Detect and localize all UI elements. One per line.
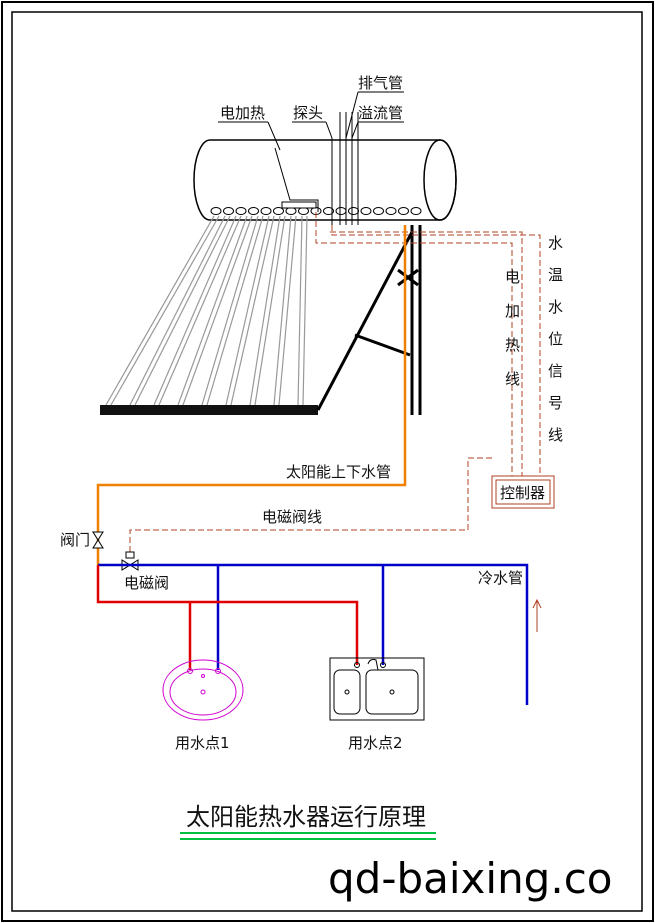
svg-text:温: 温 bbox=[548, 266, 563, 284]
svg-text:电: 电 bbox=[505, 268, 520, 286]
tube-hole bbox=[210, 207, 222, 215]
collector-tube-edge bbox=[182, 215, 253, 406]
diagram-title: 太阳能热水器运行原理 bbox=[186, 803, 426, 831]
tube-hole bbox=[385, 207, 397, 215]
tube-hole bbox=[285, 207, 297, 215]
kitchen-sink-2 bbox=[329, 657, 425, 721]
overflow-pipe-label: 溢流管 bbox=[358, 104, 403, 122]
inner-frame bbox=[11, 11, 643, 912]
valve-label: 阀门 bbox=[60, 531, 90, 549]
watermark: qd-baixing.co bbox=[328, 854, 612, 903]
collector-tube-edge bbox=[297, 215, 303, 406]
collector-tube-edge bbox=[254, 215, 286, 406]
tube-hole bbox=[348, 207, 359, 215]
hot-water-pipe bbox=[96, 565, 359, 665]
support-frame bbox=[316, 225, 422, 415]
electric-heater-element bbox=[274, 147, 319, 212]
tube-hole bbox=[273, 207, 284, 215]
svg-text:线: 线 bbox=[548, 426, 563, 444]
controller-box bbox=[491, 475, 555, 509]
cold-pipe-label: 冷水管 bbox=[478, 569, 523, 587]
svg-text:线: 线 bbox=[505, 370, 520, 388]
vent-pipe-label: 排气管 bbox=[358, 74, 403, 92]
collector-tube-edge bbox=[302, 215, 308, 406]
signal-wire-label: 水 温 水 位 信 号 线 bbox=[548, 234, 563, 444]
collector-tube-edge bbox=[278, 215, 297, 406]
heater-label: 电加热 bbox=[220, 104, 265, 122]
collector-tube-edge bbox=[134, 215, 231, 406]
wash-basin-1 bbox=[162, 659, 244, 721]
tube-hole bbox=[223, 207, 234, 215]
signal-wire-2 bbox=[330, 231, 523, 478]
valve-wire-label: 电磁阀线 bbox=[262, 508, 322, 526]
label-leaders bbox=[218, 91, 404, 151]
svg-text:号: 号 bbox=[548, 394, 563, 412]
collector-base-bar bbox=[100, 405, 318, 415]
collector-tube-edge bbox=[158, 215, 242, 406]
collector-tube-edge bbox=[230, 215, 275, 406]
solar-up-down-pipe bbox=[96, 225, 407, 565]
heater-wire-label: 电 加 热 线 bbox=[505, 268, 520, 388]
solenoid-valve-label: 电磁阀 bbox=[124, 574, 169, 592]
collector-tube-edge bbox=[177, 215, 248, 406]
collector-tube-edge bbox=[153, 215, 237, 406]
collector-tube-edge bbox=[129, 215, 226, 406]
tube-hole bbox=[373, 207, 384, 215]
svg-text:信: 信 bbox=[548, 362, 563, 380]
controller-label: 控制器 bbox=[500, 484, 545, 502]
water-tank bbox=[193, 139, 457, 221]
svg-text:加: 加 bbox=[505, 302, 520, 320]
tube-hole bbox=[323, 207, 334, 215]
solenoid-valve bbox=[121, 551, 139, 571]
collector-tube-edge bbox=[249, 215, 281, 406]
tube-hole bbox=[335, 207, 347, 215]
vacuum-collector-tubes bbox=[105, 215, 308, 406]
tube-hole bbox=[398, 207, 409, 215]
tube-hole bbox=[360, 207, 372, 215]
collector-tube-edge bbox=[273, 215, 292, 406]
cold-water-main bbox=[98, 563, 529, 705]
solenoid-valve-wire bbox=[129, 457, 492, 556]
solar-pipe-label: 太阳能上下水管 bbox=[286, 463, 391, 481]
collector-tube-edge bbox=[225, 215, 270, 406]
tube-hole bbox=[235, 207, 247, 215]
outlet2-label: 用水点2 bbox=[348, 734, 403, 752]
flow-arrow-icon bbox=[532, 598, 542, 632]
collector-tube-edge bbox=[110, 215, 220, 406]
tube-hole bbox=[248, 207, 259, 215]
svg-text:位: 位 bbox=[548, 330, 563, 348]
svg-text:水: 水 bbox=[548, 298, 563, 316]
svg-text:水: 水 bbox=[548, 234, 563, 252]
collector-tube-edge bbox=[206, 215, 264, 406]
outlet1-label: 用水点1 bbox=[175, 734, 230, 752]
svg-text:热: 热 bbox=[505, 336, 520, 354]
probe-vent-overflow-pipes bbox=[331, 112, 359, 225]
heater-wire bbox=[315, 212, 513, 478]
tube-hole bbox=[260, 207, 272, 215]
collector-tube-edge bbox=[105, 215, 215, 406]
signal-wire bbox=[331, 225, 541, 478]
collector-tube-edge bbox=[201, 215, 259, 406]
tube-holes bbox=[210, 207, 422, 215]
tube-hole bbox=[410, 207, 422, 215]
probe-label: 探头 bbox=[293, 104, 323, 122]
tube-hole bbox=[298, 207, 309, 215]
gate-valve bbox=[92, 531, 104, 549]
